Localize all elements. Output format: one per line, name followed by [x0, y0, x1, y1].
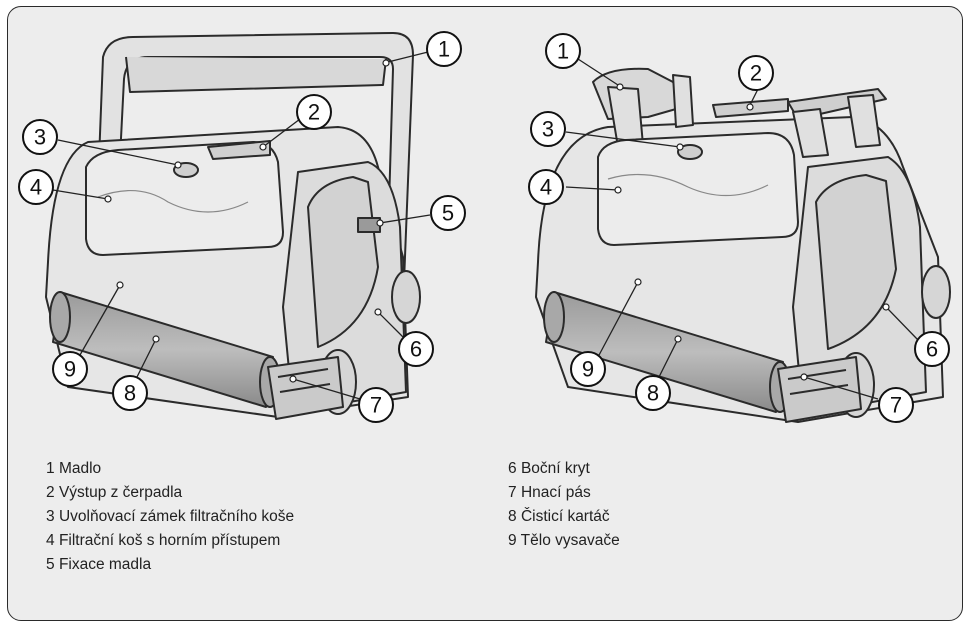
legend-item-3: 3 Uvolňovací zámek filtračního koše: [46, 505, 294, 529]
legend-number: 9: [508, 532, 517, 549]
callout-number: 8: [124, 381, 136, 406]
legend-label: Tělo vysavače: [520, 532, 620, 549]
callout-7-left: 7: [358, 387, 394, 423]
legend-label: Madlo: [58, 460, 102, 477]
legend-item-1: 1 Madlo: [46, 457, 294, 481]
legend-item-9: 9 Tělo vysavače: [508, 529, 620, 553]
legend-item-5: 5 Fixace madla: [46, 553, 294, 577]
anchor-dots: [104, 59, 890, 383]
callout-number: 2: [750, 61, 762, 86]
callout-number: 4: [540, 175, 552, 200]
robot-left-illustration: [45, 32, 421, 420]
callout-number: 7: [890, 393, 902, 418]
callout-3-right: 3: [530, 111, 566, 147]
left-filter-window: [85, 141, 284, 256]
callout-number: 3: [34, 125, 46, 150]
callout-9-right: 9: [570, 351, 606, 387]
legend-number: 4: [46, 532, 55, 549]
callout-4-left: 4: [18, 169, 54, 205]
legend-number: 3: [46, 508, 55, 525]
callout-8-left: 8: [112, 375, 148, 411]
callout-number: 5: [442, 201, 454, 226]
legend-number: 1: [46, 460, 55, 477]
legend-item-2: 2 Výstup z čerpadla: [46, 481, 294, 505]
callout-number: 6: [926, 337, 938, 362]
leader-lines: [52, 51, 919, 400]
callout-number: 2: [308, 100, 320, 125]
callout-1-right: 1: [545, 33, 581, 69]
callout-6-right: 6: [914, 331, 950, 367]
legend-label: Filtrační koš s horním přístupem: [58, 532, 281, 549]
callout-number: 9: [64, 357, 76, 382]
legend-number: 5: [46, 556, 55, 573]
right-filter-window: [597, 132, 799, 246]
legend-number: 8: [508, 508, 517, 525]
callout-9-left: 9: [52, 351, 88, 387]
legend-item-7: 7 Hnací pás: [508, 481, 620, 505]
diagram-frame: 1 2 3 4 5 6 7 8 9 1 2 3 4 6 7 8 9 1 Madl…: [7, 6, 963, 621]
callout-7-right: 7: [878, 387, 914, 423]
callout-number: 1: [438, 37, 450, 62]
callout-number: 6: [410, 337, 422, 362]
callout-2-right: 2: [738, 55, 774, 91]
legend-label: Uvolňovací zámek filtračního koše: [58, 508, 295, 525]
callout-number: 9: [582, 357, 594, 382]
legend-label: Hnací pás: [520, 484, 591, 501]
callout-number: 1: [557, 39, 569, 64]
callout-number: 7: [370, 393, 382, 418]
robot-illustrations: 1 2 3 4 5 6 7 8 9 1 2 3 4 6 7 8 9: [18, 31, 951, 423]
legend-label: Boční kryt: [520, 460, 590, 477]
legend-number: 7: [508, 484, 517, 501]
callout-4-right: 4: [528, 169, 564, 205]
legend-item-8: 8 Čisticí kartáč: [508, 505, 620, 529]
legend-number: 2: [46, 484, 55, 501]
callout-number: 3: [542, 117, 554, 142]
callout-3-left: 3: [22, 119, 58, 155]
legend-label: Výstup z čerpadla: [58, 484, 183, 501]
legend-right-column: 6 Boční kryt 7 Hnací pás 8 Čisticí kartá…: [508, 457, 620, 553]
callout-number: 8: [647, 381, 659, 406]
legend-item-6: 6 Boční kryt: [508, 457, 620, 481]
callout-2-left: 2: [296, 94, 332, 130]
legend-left-column: 1 Madlo 2 Výstup z čerpadla 3 Uvolňovací…: [46, 457, 294, 577]
callout-1-left: 1: [426, 31, 462, 67]
callout-5-left: 5: [430, 195, 466, 231]
robot-right-illustration: [535, 67, 951, 423]
legend-label: Fixace madla: [58, 556, 152, 573]
callout-8-right: 8: [635, 375, 671, 411]
legend-number: 6: [508, 460, 517, 477]
callout-number: 4: [30, 175, 42, 200]
legend-label: Čisticí kartáč: [520, 508, 610, 525]
callout-circles: 1 2 3 4 5 6 7 8 9 1 2 3 4 6 7 8 9: [18, 31, 950, 423]
callout-6-left: 6: [398, 331, 434, 367]
legend-item-4: 4 Filtrační koš s horním přístupem: [46, 529, 294, 553]
